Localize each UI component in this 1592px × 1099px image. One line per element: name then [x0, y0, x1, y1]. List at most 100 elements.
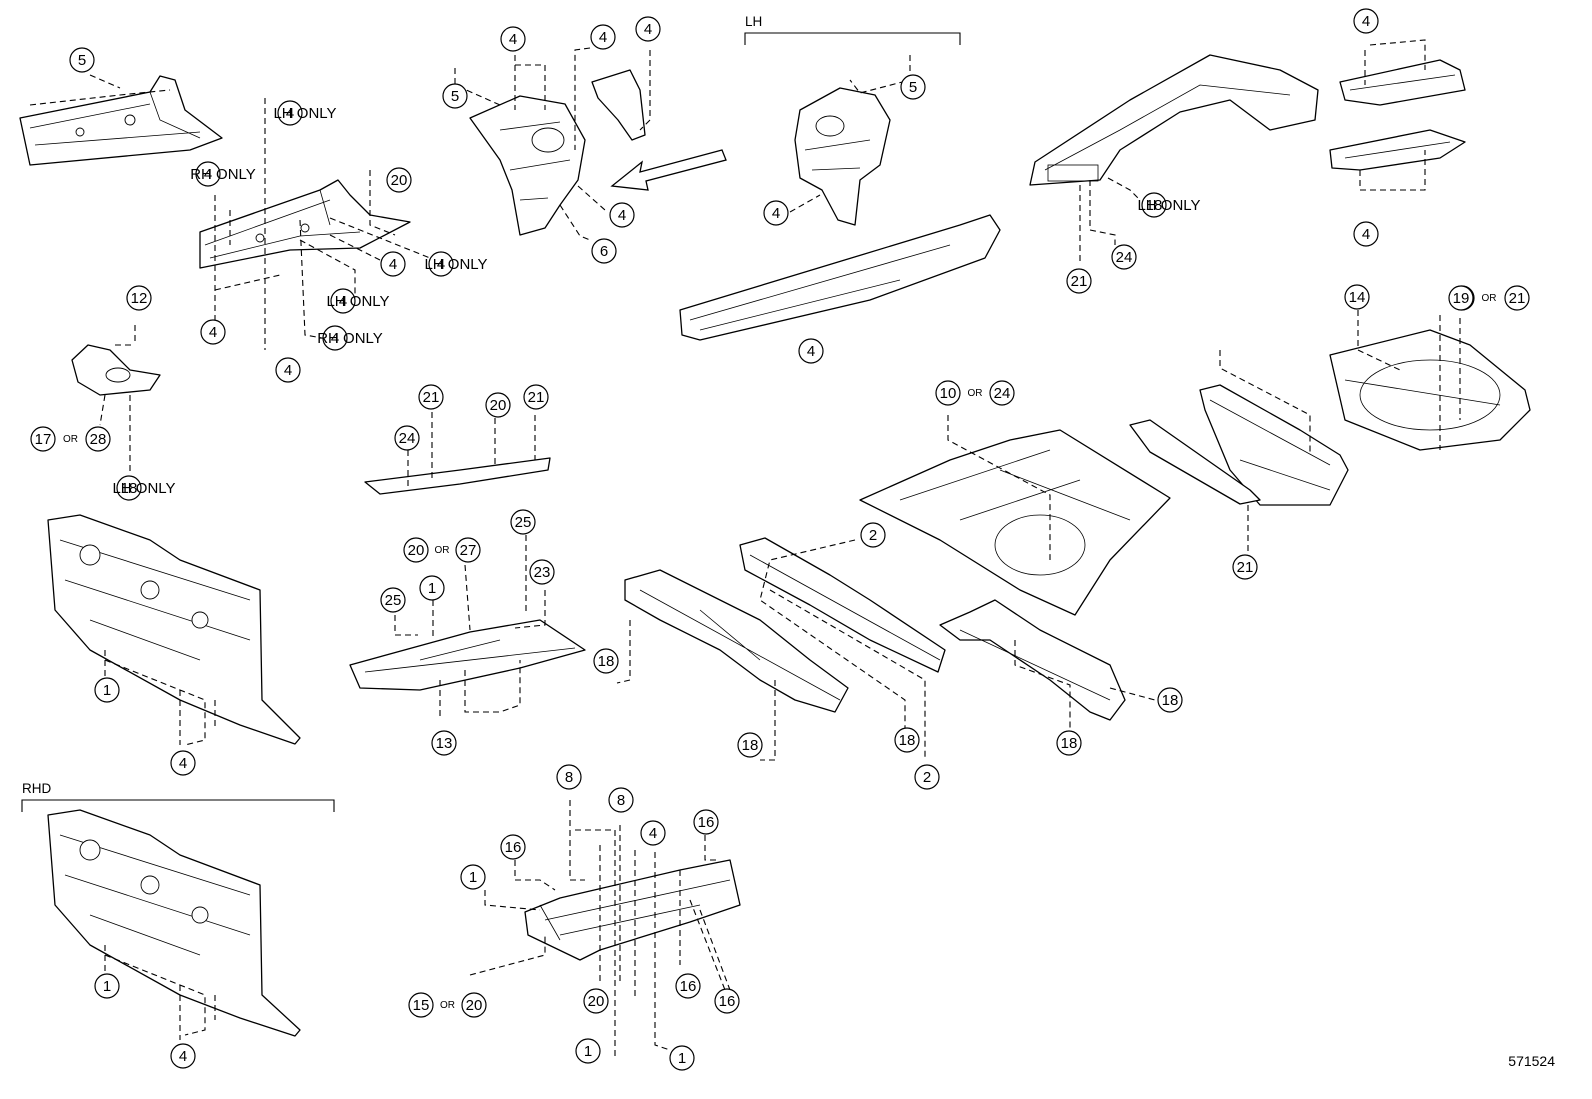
or-separator: OR	[63, 434, 78, 445]
callout-c39-number: 2	[869, 527, 877, 544]
callout-c22-number: 18	[1146, 197, 1163, 214]
callout-c46: 1	[94, 677, 120, 703]
header-lh-label: LH	[745, 14, 762, 29]
callout-c15: 4	[635, 16, 661, 42]
part-front-floor-pan	[349, 619, 586, 691]
alt-first-a5: 15	[408, 992, 434, 1018]
callout-c20-circle	[763, 200, 789, 226]
callout-c18-circle	[591, 238, 617, 264]
callout-c54-number: 20	[588, 993, 605, 1010]
callout-c38-number: 13	[436, 735, 453, 752]
callout-c23-number: 21	[1071, 273, 1088, 290]
callout-c15-number: 4	[644, 21, 652, 38]
callout-c19-circle	[900, 74, 926, 100]
part-front-side-member-upper	[19, 75, 223, 166]
callout-c40: 18	[593, 648, 619, 674]
alt-first-a2-number: 10	[940, 385, 957, 402]
callout-c32: 4	[798, 338, 824, 364]
alt-second-a5-number: 20	[466, 997, 483, 1014]
callout-c38: 13	[431, 730, 457, 756]
callout-c20-number: 4	[772, 205, 780, 222]
callout-c41-circle	[737, 732, 763, 758]
alt-second-a4-circle	[455, 537, 481, 563]
alt-second-a3-number: 21	[1509, 290, 1526, 307]
callout-c55: 16	[675, 973, 701, 999]
header-rhd: RHD	[21, 781, 335, 812]
part-rear-side-member	[939, 599, 1126, 721]
callout-c12-number: 18	[121, 480, 138, 497]
callout-c29-circle	[485, 392, 511, 418]
callout-c58-circle	[669, 1045, 695, 1071]
callout-c13-number: 4	[509, 31, 517, 48]
callout-c14-circle	[590, 24, 616, 50]
callout-note: LH ONLY	[326, 293, 389, 310]
callout-c9-number: 4	[331, 330, 339, 347]
callout-c7-circle	[330, 288, 356, 314]
part-rear-wheelhouse	[1029, 54, 1319, 186]
alt-first-a3-number: 19	[1453, 290, 1470, 307]
callout-c17: 4	[609, 202, 635, 228]
callout-c4: 20	[386, 167, 412, 193]
callout-note: LH ONLY	[1137, 197, 1200, 214]
callout-c36-number: 25	[385, 592, 402, 609]
callout-c59-circle	[94, 973, 120, 999]
callout-c3-number: 4	[204, 166, 212, 183]
part-dash-panel-rhd	[47, 809, 301, 1037]
callout-c51: 16	[500, 834, 526, 860]
callout-c33-circle	[1232, 554, 1258, 580]
part-sketches	[19, 54, 1531, 1037]
callout-c45-circle	[1056, 730, 1082, 756]
callout-c36: 25	[380, 587, 406, 613]
part-cross-member-rear	[1129, 419, 1261, 505]
callout-c34-circle	[510, 509, 536, 535]
callout-c2-circle	[277, 100, 303, 126]
callout-c53: 1	[460, 864, 486, 890]
alt-first-a5-number: 15	[413, 997, 430, 1014]
callout-c35-number: 23	[534, 564, 551, 581]
callout-note: RH ONLY	[190, 166, 256, 183]
callout-c57-number: 1	[584, 1043, 592, 1060]
callout-c10-circle	[275, 357, 301, 383]
callout-c46-number: 1	[103, 682, 111, 699]
callout-c54-circle	[583, 988, 609, 1014]
callout-c20: 4	[763, 200, 789, 226]
callout-c17-number: 4	[618, 207, 626, 224]
callout-c56-circle	[714, 988, 740, 1014]
callout-c39: 2	[860, 522, 886, 548]
part-suspension-tower-left	[469, 69, 646, 236]
callout-c34: 25	[510, 509, 536, 535]
callout-c35-circle	[529, 559, 555, 585]
callout-c32-number: 4	[807, 343, 815, 360]
callout-c5-number: 4	[389, 256, 397, 273]
callout-c25-number: 4	[1362, 226, 1370, 243]
callout-c8: 4	[200, 319, 226, 345]
callout-c55-number: 16	[680, 978, 697, 995]
callout-c13: 4	[500, 26, 526, 52]
callout-c30: 21	[523, 384, 549, 410]
callout-c31: 24	[394, 425, 420, 451]
callout-c56-number: 16	[719, 993, 736, 1010]
callout-c37-number: 1	[428, 580, 436, 597]
callout-c44-number: 18	[1162, 692, 1179, 709]
callout-c1-number: 5	[78, 52, 86, 69]
alt-second-a1: 28	[85, 426, 111, 452]
direction-arrow	[610, 149, 727, 191]
callout-c1: 5	[69, 47, 95, 73]
callout-c9-circle	[322, 325, 348, 351]
callout-c3-circle	[195, 161, 221, 187]
callout-c16-circle	[442, 83, 468, 109]
callout-c14: 4	[590, 24, 616, 50]
callout-c11-circle	[126, 285, 152, 311]
or-separator: OR	[440, 1000, 455, 1011]
callout-c12-circle	[116, 475, 142, 501]
alt-first-a1-number: 17	[35, 431, 52, 448]
part-rear-floor	[859, 429, 1171, 616]
callout-c31-circle	[394, 425, 420, 451]
callout-c25-circle	[1353, 221, 1379, 247]
callout-c37-circle	[419, 575, 445, 601]
